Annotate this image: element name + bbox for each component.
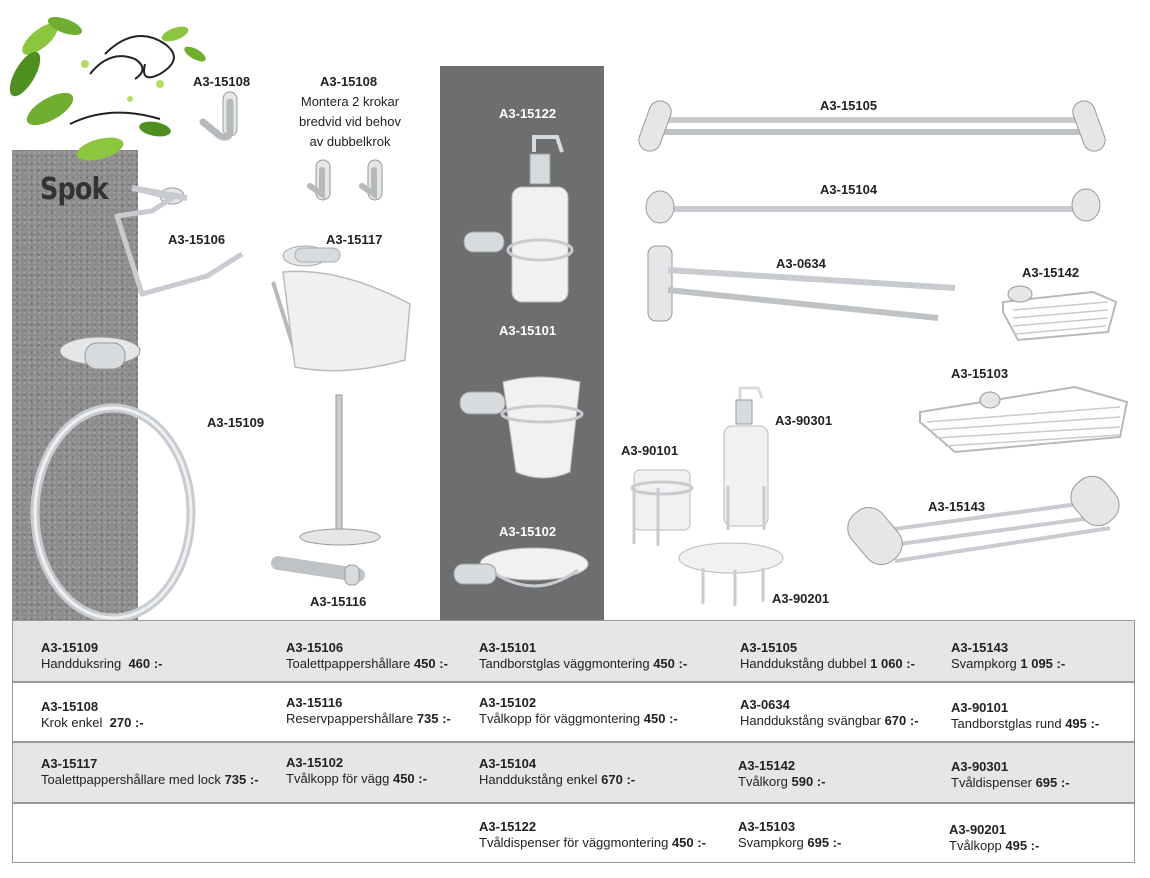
- label-a3-90301: A3-90301: [775, 413, 833, 428]
- gray-display-panel: [440, 66, 604, 620]
- toilet-paper-holder-image: [114, 185, 244, 297]
- label-a3-15109: A3-15109: [207, 415, 265, 430]
- label-a3-15143: A3-15143: [928, 499, 986, 514]
- soap-dispenser-wall-image: [463, 135, 574, 303]
- towel-bar-single-image: [645, 188, 1101, 224]
- label-a3-90201: A3-90201: [772, 591, 830, 606]
- label-a3-15116: A3-15116: [310, 594, 367, 609]
- label-a3-15108-note: Montera 2 krokar bredvid vid behov av du…: [299, 94, 401, 149]
- soap-dish-image: [678, 542, 784, 606]
- toothbrush-glass-round-image: [630, 469, 694, 546]
- sponge-basket-image: [919, 385, 1129, 454]
- label-a3-15105: A3-15105: [820, 98, 878, 113]
- textured-background-strip: [12, 150, 138, 620]
- hook-single-image: [199, 91, 238, 141]
- swivel-towel-bar-image: [647, 245, 956, 322]
- label-a3-0634: A3-0634: [776, 256, 826, 271]
- label-a3-90101: A3-90101: [621, 443, 679, 458]
- label-a3-15122: A3-15122: [499, 106, 557, 121]
- label-a3-15106: A3-15106: [168, 232, 226, 247]
- label-a3-15101: A3-15101: [499, 323, 557, 338]
- hook-double-image: [307, 159, 383, 201]
- soap-dispenser-image: [723, 386, 769, 530]
- towel-bar-double-image: [638, 100, 1106, 152]
- sponge-basket-long-image: [847, 475, 1120, 565]
- towel-ring-image: [30, 336, 196, 623]
- soap-dish-wall-image: [453, 547, 589, 588]
- label-a3-15102: A3-15102: [499, 524, 557, 539]
- label-a3-15142: A3-15142: [1022, 265, 1080, 280]
- spare-paper-holder-image: [271, 394, 381, 586]
- label-a3-15108-single: A3-15108: [193, 74, 251, 89]
- label-a3-15117: A3-15117: [326, 232, 383, 247]
- leaves-decoration: [9, 16, 206, 161]
- soap-basket-image: [1002, 285, 1118, 342]
- label-a3-15108-double: A3-15108: [320, 74, 378, 89]
- toilet-paper-holder-lid-image: [271, 245, 411, 372]
- label-a3-15103: A3-15103: [951, 366, 1009, 381]
- brand-title: Spok: [40, 172, 109, 207]
- label-a3-15104: A3-15104: [820, 182, 878, 197]
- toothbrush-glass-wall-image: [459, 376, 584, 479]
